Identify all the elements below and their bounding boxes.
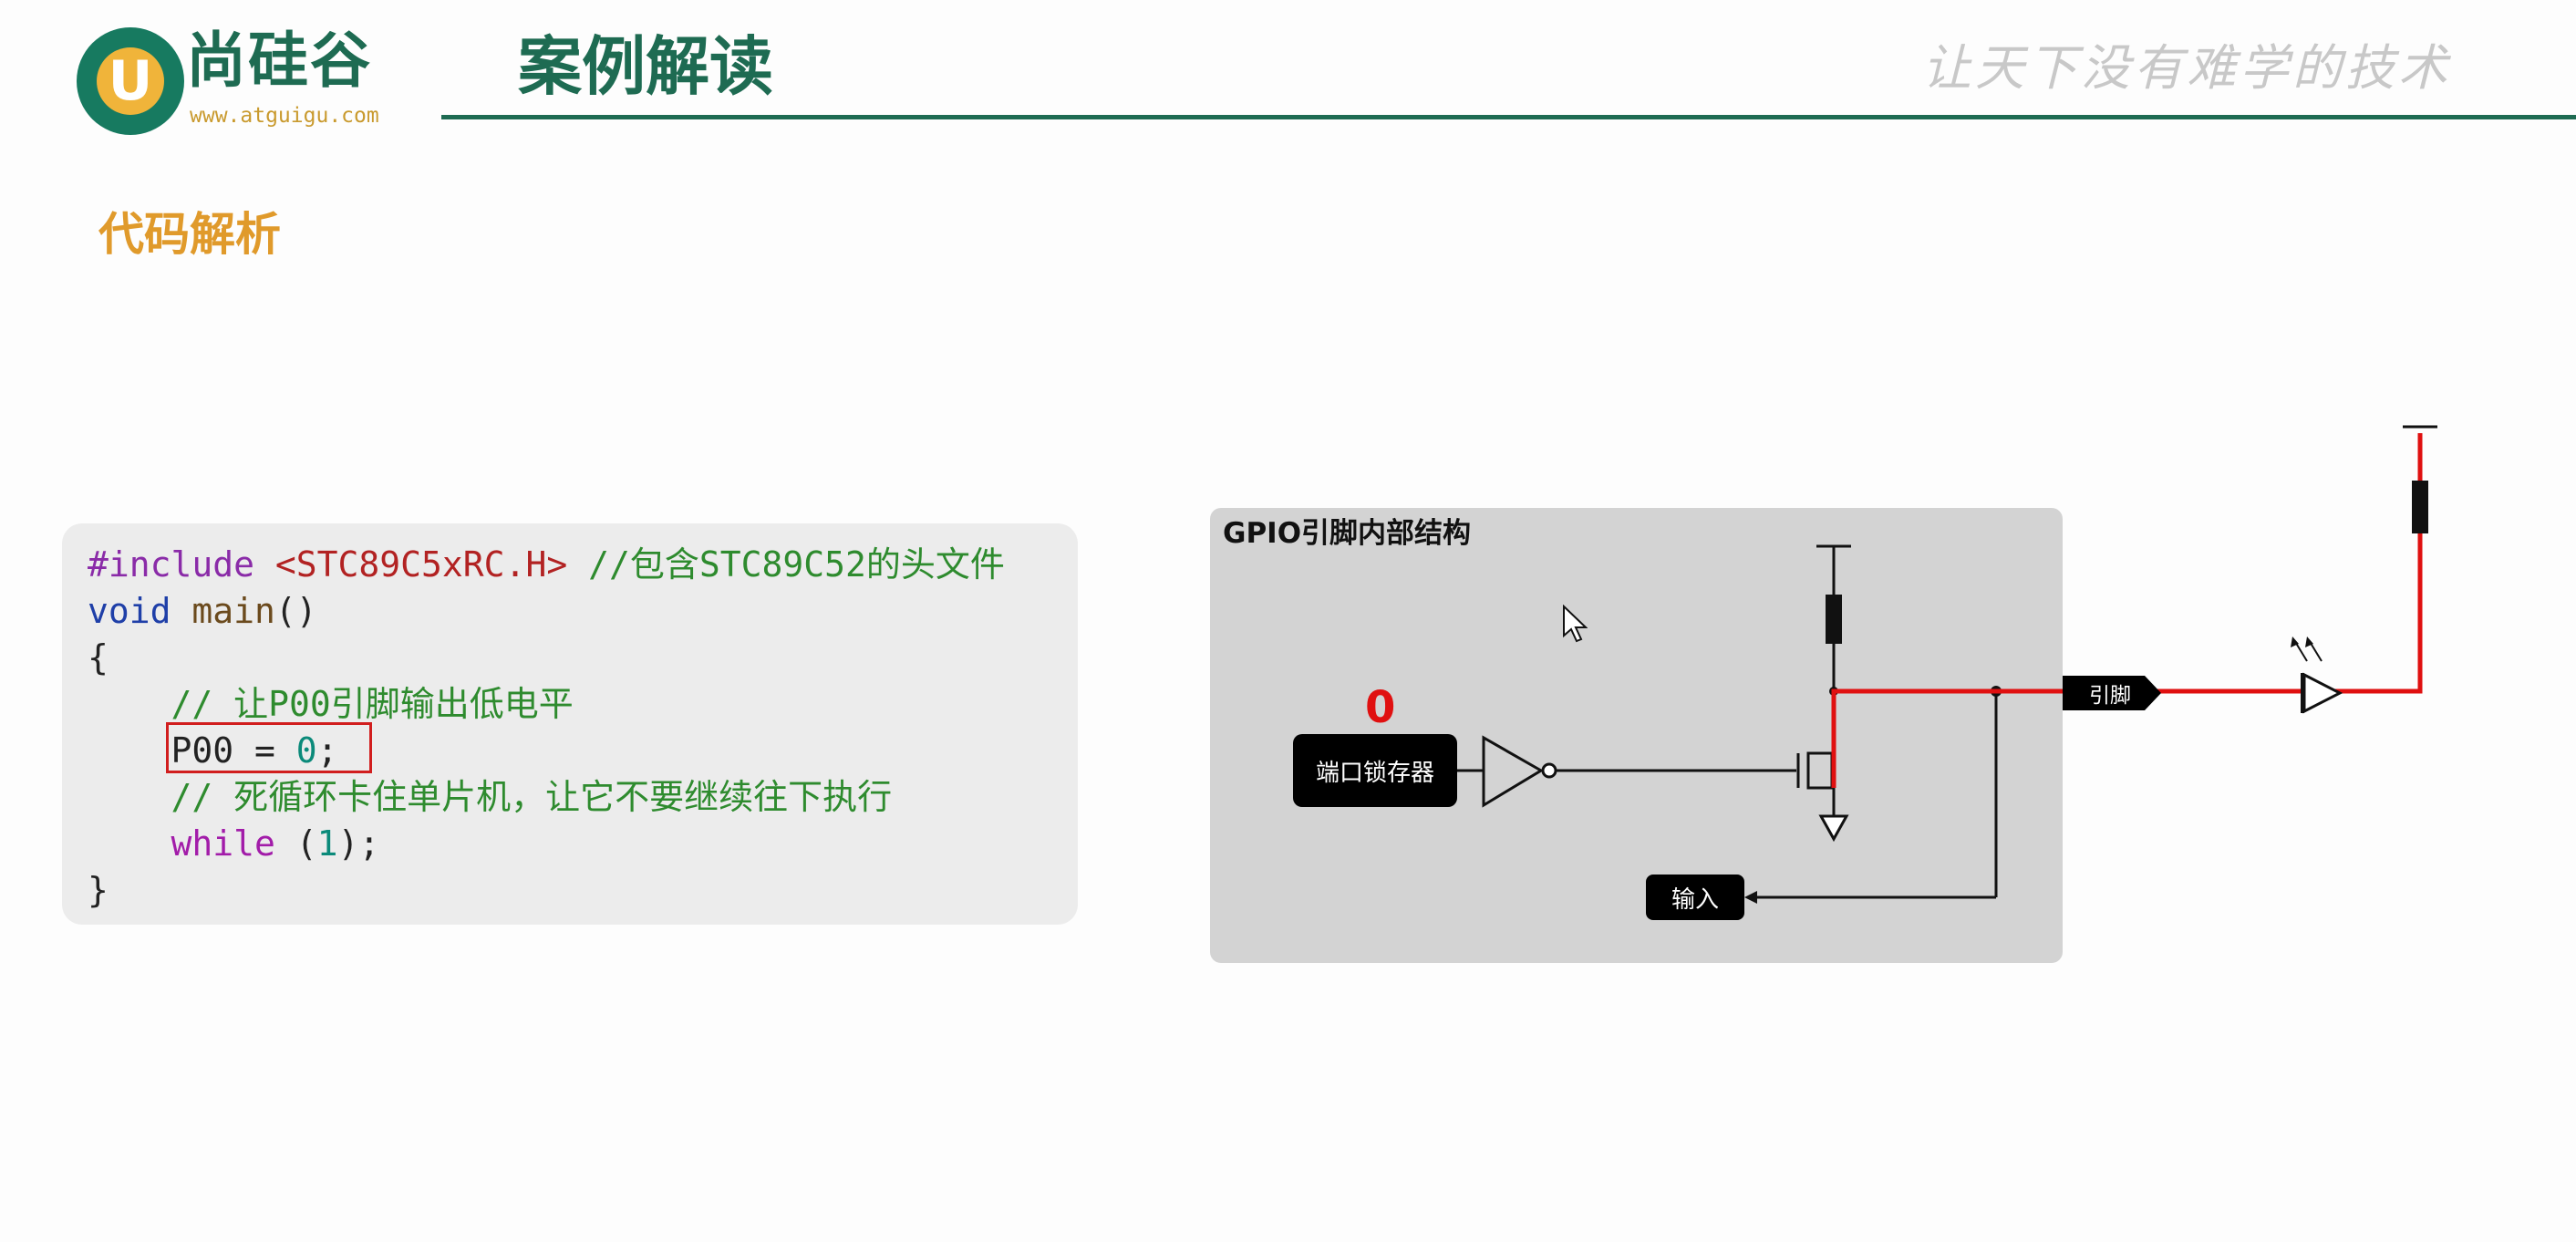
logo-mark: U: [77, 27, 184, 135]
logo-url: www.atguigu.com: [190, 104, 379, 128]
logo-name: 尚硅谷: [186, 26, 372, 96]
code-token: }: [88, 870, 109, 910]
led-ray-arrow-1: [2291, 637, 2299, 647]
header-divider: [441, 115, 2576, 119]
input-arrow-icon: [1744, 891, 1757, 904]
code-token: ;: [316, 730, 338, 771]
code-line: // 让P00引脚输出低电平: [88, 681, 1005, 728]
code-token: void: [88, 591, 171, 631]
section-title: 代码解析: [98, 208, 281, 261]
mouse-cursor-icon: [1563, 605, 1588, 643]
code-block: #include <STC89C5xRC.H> //包含STC89C52的头文件…: [88, 542, 1005, 914]
code-token: <STC89C5xRC.H>: [274, 544, 568, 585]
code-token: //包含STC89C52的头文件: [567, 544, 1005, 585]
code-token: {: [88, 637, 109, 678]
code-token: // 死循环卡住单片机，让它不要继续往下执行: [171, 777, 893, 817]
code-token: (: [274, 823, 317, 864]
external-resistor-icon: [2412, 481, 2428, 533]
code-line: }: [88, 867, 1005, 914]
code-line: #include <STC89C5xRC.H> //包含STC89C52的头文件: [88, 542, 1005, 588]
code-token: [88, 823, 171, 864]
code-line: P00 = 0;: [88, 728, 1005, 774]
code-panel: #include <STC89C5xRC.H> //包含STC89C52的头文件…: [62, 523, 1078, 925]
diagram-title: GPIO引脚内部结构: [1223, 517, 1472, 550]
code-highlight-box: [166, 722, 372, 773]
led-icon: [2302, 672, 2343, 714]
inverter-bubble: [1541, 762, 1557, 779]
transistor-body-icon: [1806, 751, 1834, 790]
code-line: while (1);: [88, 821, 1005, 867]
pullup-resistor-icon: [1826, 595, 1842, 644]
code-line: void main(): [88, 588, 1005, 635]
page-title: 案例解读: [518, 29, 773, 104]
code-token: #include: [88, 544, 275, 585]
led-ray-arrow-2: [2305, 637, 2313, 647]
pin-label: 引脚: [2089, 684, 2131, 708]
logo: U 尚硅谷 www.atguigu.com: [77, 27, 450, 141]
inverter-icon: [1482, 735, 1544, 808]
logo-letter: U: [97, 47, 164, 115]
code-token: P00 =: [88, 730, 296, 771]
code-line: {: [88, 635, 1005, 681]
slogan: 让天下没有难学的技术: [1922, 39, 2451, 97]
code-token: 1: [316, 823, 338, 864]
code-token: // 让P00引脚输出低电平: [171, 684, 574, 724]
code-token: [171, 591, 192, 631]
latch-value: 0: [1365, 682, 1396, 733]
pin-tag-icon: [2063, 676, 2161, 710]
ground-icon: [1818, 814, 1849, 843]
code-token: 0: [295, 730, 317, 771]
code-token: [88, 684, 171, 724]
port-latch-box: 端口锁存器: [1293, 734, 1457, 807]
gpio-circuit: [1457, 425, 2437, 904]
code-token: while: [171, 823, 275, 864]
code-token: main: [191, 591, 275, 631]
code-token: );: [337, 823, 380, 864]
code-token: [88, 777, 171, 817]
current-path: [1831, 433, 2423, 788]
code-line: // 死循环卡住单片机，让它不要继续往下执行: [88, 774, 1005, 821]
input-box: 输入: [1646, 875, 1744, 920]
code-token: (): [274, 591, 317, 631]
